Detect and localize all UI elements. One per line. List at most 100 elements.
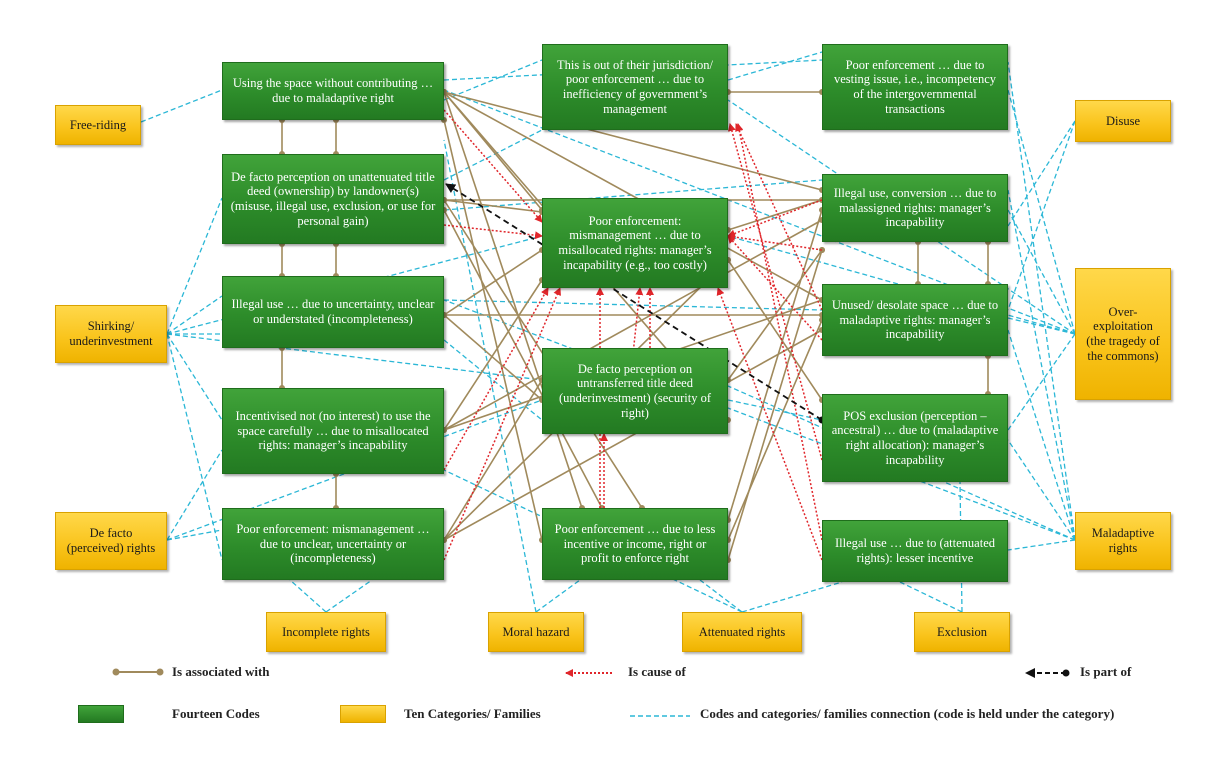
connection-line bbox=[289, 579, 327, 613]
cause-arrows bbox=[443, 109, 823, 561]
code-illegal-use-uncertainty: Illegal use … due to uncertainty, unclea… bbox=[222, 276, 444, 348]
connection-line bbox=[166, 333, 543, 381]
connection-line bbox=[166, 449, 223, 541]
legend-graphics bbox=[112, 668, 1070, 717]
category-exclusion: Exclusion bbox=[914, 612, 1010, 652]
category-de-facto-rights: De facto (perceived) rights bbox=[55, 512, 167, 570]
cause-arrow bbox=[727, 199, 823, 238]
association-line bbox=[443, 329, 823, 541]
connection-line bbox=[1007, 189, 1076, 541]
connection-line bbox=[741, 581, 843, 613]
code-incentivised-not-to-use-carefully: Incentivised not (no interest) to use th… bbox=[222, 388, 444, 474]
code-illegal-use-conversion: Illegal use, conversion … due to malassi… bbox=[822, 174, 1008, 242]
association-line bbox=[443, 379, 543, 541]
connection-line bbox=[443, 59, 543, 101]
legend-codes-label: Fourteen Codes bbox=[172, 706, 260, 721]
association-lines bbox=[279, 89, 991, 563]
association-line bbox=[727, 259, 823, 401]
cause-arrow bbox=[735, 123, 823, 541]
association-line bbox=[727, 209, 823, 521]
cause-arrow bbox=[443, 109, 543, 223]
association-line bbox=[727, 249, 823, 561]
connection-line bbox=[166, 333, 223, 421]
connection-line bbox=[727, 399, 823, 421]
category-disuse: Disuse bbox=[1075, 100, 1171, 142]
legend-part-label: Is part of bbox=[1080, 664, 1132, 679]
cause-arrow bbox=[735, 123, 823, 311]
code-poor-enforcement-misallocated: Poor enforcement: mismanagement … due to… bbox=[542, 198, 728, 288]
connection-line bbox=[699, 579, 743, 613]
connection-line bbox=[1007, 439, 1076, 541]
association-line bbox=[443, 314, 543, 401]
cause-arrow bbox=[727, 233, 823, 251]
connection-line bbox=[166, 529, 223, 541]
connection-line bbox=[325, 579, 373, 613]
association-line bbox=[443, 199, 543, 213]
code-poor-enforcement-vesting-issue: Poor enforcement … due to vesting issue,… bbox=[822, 44, 1008, 130]
legend-associated-dot-left bbox=[112, 668, 120, 676]
association-line bbox=[727, 319, 823, 541]
connection-line bbox=[443, 299, 823, 311]
category-moral-hazard: Moral hazard bbox=[488, 612, 584, 652]
cause-arrow bbox=[443, 224, 543, 240]
connection-line bbox=[727, 51, 823, 81]
connection-line bbox=[443, 179, 823, 211]
category-over-exploitation: Over-exploitation (the tragedy of the co… bbox=[1075, 268, 1171, 400]
legend-part-dot bbox=[1062, 669, 1070, 677]
association-line bbox=[443, 119, 543, 541]
connection-line bbox=[443, 469, 743, 613]
association-line bbox=[727, 199, 823, 231]
connection-line bbox=[1007, 120, 1076, 227]
category-shirking-underinvestment: Shirking/ underinvestment bbox=[55, 305, 167, 363]
legend-category-swatch bbox=[340, 705, 386, 723]
connection-line bbox=[443, 139, 537, 613]
connection-line bbox=[1007, 209, 1076, 335]
legend-connection-label: Codes and categories/ families connectio… bbox=[700, 706, 1115, 721]
category-attenuated-rights: Attenuated rights bbox=[682, 612, 802, 652]
association-line bbox=[443, 91, 823, 301]
code-de-facto-untransferred-title-deed: De facto perception on untransferred tit… bbox=[542, 348, 728, 434]
association-line bbox=[443, 219, 823, 431]
connection-line bbox=[1007, 89, 1076, 335]
legend-categories-label: Ten Categories/ Families bbox=[404, 706, 541, 721]
legend-associated-dot-right bbox=[156, 668, 164, 676]
connection-line bbox=[1007, 61, 1076, 541]
cause-arrow bbox=[443, 287, 549, 471]
code-poor-enforcement-less-incentive: Poor enforcement … due to less incentive… bbox=[542, 508, 728, 580]
connection-line bbox=[140, 89, 223, 123]
legend-associated-label: Is associated with bbox=[172, 664, 270, 679]
category-maladaptive-rights: Maladaptive rights bbox=[1075, 512, 1171, 570]
connection-line bbox=[443, 59, 823, 81]
cause-arrow bbox=[443, 287, 561, 561]
association-line bbox=[443, 249, 543, 316]
association-line bbox=[443, 91, 823, 191]
category-incomplete-rights: Incomplete rights bbox=[266, 612, 386, 652]
code-poor-enforcement-unclear: Poor enforcement: mismanagement … due to… bbox=[222, 508, 444, 580]
code-using-space-without-contributing: Using the space without contributing … d… bbox=[222, 62, 444, 120]
connection-line bbox=[1007, 333, 1076, 431]
code-unused-desolate-space: Unused/ desolate space … due to maladapt… bbox=[822, 284, 1008, 356]
connection-line bbox=[1007, 329, 1076, 541]
connection-line bbox=[443, 299, 1076, 541]
connection-line bbox=[443, 129, 543, 181]
connection-line bbox=[1007, 539, 1076, 551]
connection-line bbox=[535, 579, 581, 613]
cause-arrow bbox=[716, 287, 823, 561]
code-illegal-use-attenuated-rights: Illegal use … due to (attenuated rights)… bbox=[822, 520, 1008, 582]
connection-line bbox=[1007, 120, 1076, 311]
code-out-of-jurisdiction: This is out of their jurisdiction/ poor … bbox=[542, 44, 728, 130]
code-pos-exclusion: POS exclusion (perception – ancestral) …… bbox=[822, 394, 1008, 482]
connection-line bbox=[166, 295, 223, 335]
association-line bbox=[443, 209, 603, 509]
association-line bbox=[443, 91, 583, 509]
legend-cause-label: Is cause of bbox=[628, 664, 686, 679]
connection-line bbox=[166, 197, 223, 335]
code-de-facto-unattenuated-title-deed: De facto perception on unattenuated titl… bbox=[222, 154, 444, 244]
legend-code-swatch bbox=[78, 705, 124, 723]
category-free-riding: Free-riding bbox=[55, 105, 141, 145]
association-line bbox=[727, 249, 823, 381]
cause-arrow bbox=[727, 235, 823, 341]
part-of-arrow bbox=[445, 183, 823, 421]
connection-line bbox=[899, 581, 963, 613]
